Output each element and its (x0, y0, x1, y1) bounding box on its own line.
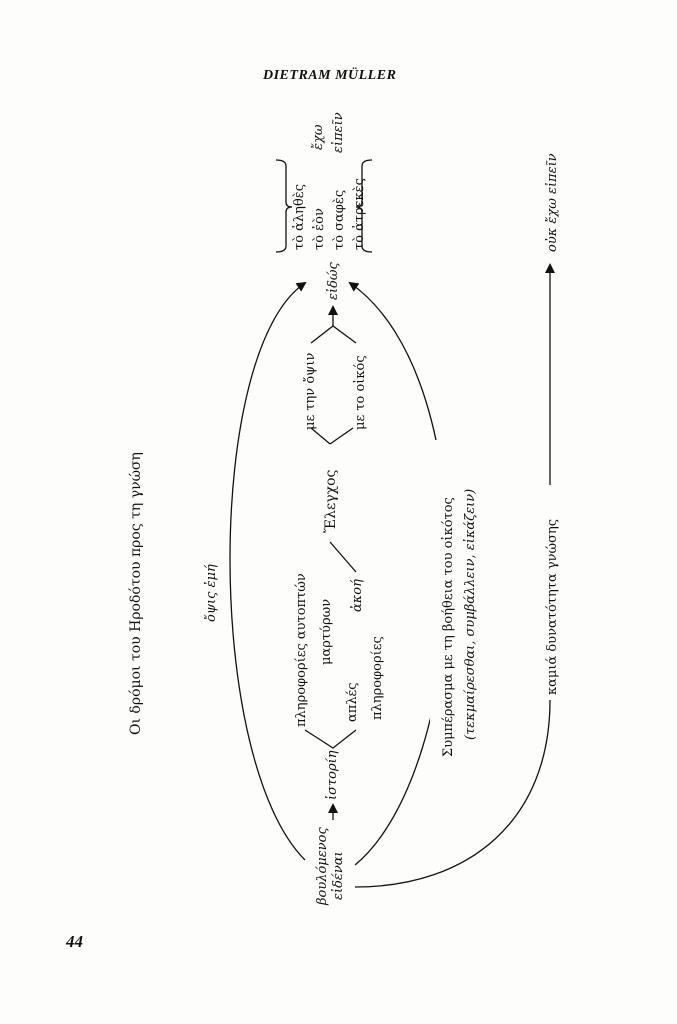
symperasma-label: Συμπέρασμα με τη βοήθεια του οἰκότος (440, 497, 456, 757)
aples-label: απλές (345, 682, 360, 722)
akoi-branch (329, 541, 357, 573)
symperasma-arc-gap (430, 440, 490, 770)
opsis-arc (229, 281, 307, 861)
page-number: 44 (66, 932, 83, 951)
start-label-line1: βουλόμενος (315, 827, 330, 906)
eipein-label: εἰπεῖν (330, 112, 346, 153)
elenchos-branch-right (329, 427, 354, 445)
oikos-check-label: με το οἰκός (352, 355, 368, 430)
opsis-check-label: με την ὄψιν (303, 353, 318, 430)
truths-brace-right (355, 159, 373, 253)
diagram-title: Οι δρόμοι του Ηροδότου προς τη γνώση (128, 452, 144, 735)
autoptes-label: πληροφορίες αυτοπτών (294, 573, 309, 727)
truth-item-2: τὸ ἐὸν (312, 208, 327, 250)
opsis-eme-label: ὄψις ἐμή (204, 564, 219, 622)
truth-item-1: τὸ ἀληθὲς (292, 184, 307, 250)
akoi-label: ἀκοή (350, 579, 365, 612)
no-knowledge-curve (354, 263, 555, 888)
truth-item-4: τὸ ἀτρεκὲς (352, 178, 367, 250)
plirofories-label: πληροφορίες (370, 636, 385, 720)
no-knowledge-label: καμιά δυνατότητα γνώσης (545, 519, 560, 695)
istorie-branch (304, 729, 357, 749)
istorie-label: ἱστορίη (324, 750, 340, 800)
opsis-arc-gap (196, 565, 226, 635)
page-header-author: DIETRAM MÜLLER (263, 68, 397, 83)
convergence-branch (310, 325, 357, 344)
eidos-label: εἰδώς (325, 261, 341, 300)
elenchos-branch-left (310, 427, 331, 445)
start-label-line2: εἰδέναι (330, 851, 346, 900)
echo-label: ἔχω (311, 124, 326, 150)
ouk-echo-label: οὐκ ἔχω εἰπεῖν (544, 153, 560, 252)
truth-item-3: τὸ σαφὲς (332, 190, 347, 250)
martyron-label: μαρτύρων (319, 599, 334, 665)
symperasma-verbs-label: (τεκμαίρεσθαι, συμβάλλειν, εἰκάζειν) (462, 489, 478, 740)
truths-brace-left (275, 159, 293, 253)
no-knowledge-gap (538, 485, 564, 700)
elenchos-label: Ἔλεγχος (322, 469, 339, 533)
